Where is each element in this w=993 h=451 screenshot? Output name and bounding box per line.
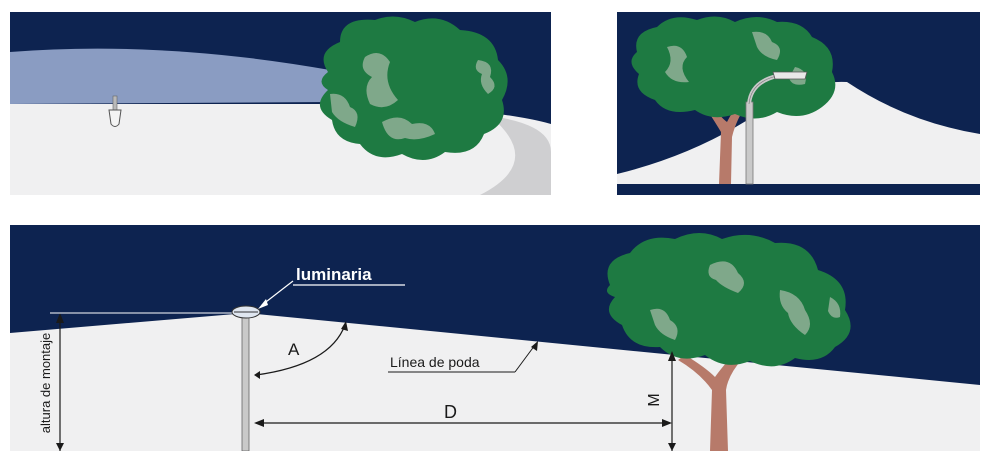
streetlight-icon: [745, 71, 808, 185]
mounting-height-dimension: [50, 312, 247, 451]
pruning-line-label: Línea de poda: [390, 354, 480, 370]
panel-pruning-geometry: altura de montaje luminaria A Línea de p…: [10, 225, 980, 451]
tree-icon: [631, 16, 836, 184]
margin-m-label: M: [646, 393, 663, 406]
panel-tree-beside-streetlight: [617, 12, 980, 195]
pruning-line-callout: [388, 341, 538, 373]
tree-canopy-icon: [319, 16, 508, 161]
ground: [10, 313, 980, 451]
light-cone: [10, 48, 330, 104]
mounting-height-label: altura de montaje: [38, 333, 53, 433]
distance-d-dimension: [254, 419, 672, 427]
luminaire-icon: [108, 95, 122, 127]
luminaria-label: luminaria: [296, 265, 372, 284]
pole-icon: [241, 316, 250, 451]
margin-m-dimension: [668, 351, 676, 451]
curb: [480, 116, 551, 195]
luminaire-head-icon: [231, 305, 261, 319]
road-strip: [617, 184, 980, 195]
luminaria-callout: [258, 280, 405, 309]
tree-icon: [606, 233, 851, 451]
angle-a-arc: [254, 321, 348, 379]
panel-tree-blocking-light: [10, 12, 551, 195]
ground: [617, 81, 980, 184]
distance-d-label: D: [444, 402, 457, 422]
angle-a-label: A: [288, 340, 300, 359]
